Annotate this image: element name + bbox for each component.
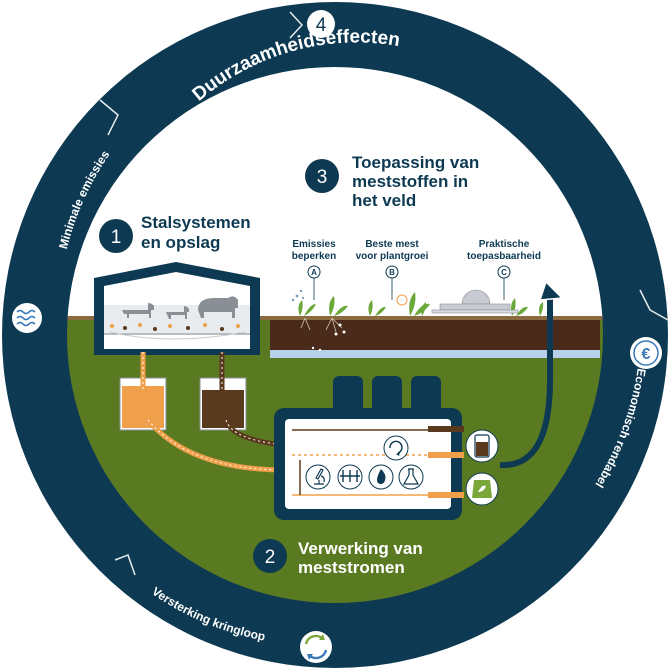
solid-manure-tank-brown <box>199 377 247 431</box>
step-4-number: 4 <box>316 15 327 36</box>
return-arrow <box>499 298 553 469</box>
step-2-title-line2: meststromen <box>298 558 405 577</box>
plant-outlet-pipes <box>428 426 464 498</box>
svg-text:voor plantgroei: voor plantgroei <box>356 251 429 262</box>
test-tubes-icon <box>337 464 363 490</box>
step-1-badge <box>99 219 133 253</box>
step-2-title-line1: Verwerking van <box>298 539 423 558</box>
internal-flow-lines <box>292 429 448 496</box>
spreader-machine-icon <box>431 289 519 314</box>
flask-icon <box>398 464 424 490</box>
svg-text:A: A <box>311 268 317 277</box>
field-label-b: Beste mest voor plantgroei B <box>356 239 429 300</box>
fertilizer-bag-icon <box>465 472 499 506</box>
storage-tank-icon <box>465 429 499 463</box>
step-1-title-line1: Stalsystemen <box>141 213 251 232</box>
waves-icon <box>12 303 42 333</box>
recycle-icon <box>300 631 332 663</box>
field-label-c: Praktische toepasbaarheid C <box>467 239 541 300</box>
barn <box>94 262 260 355</box>
barn-to-tank-pipes <box>140 352 225 390</box>
step-3-number: 3 <box>317 167 328 188</box>
svg-text:B: B <box>389 268 395 277</box>
root-nutrients <box>311 323 346 352</box>
step-1-title-line2: en opslag <box>141 233 220 252</box>
svg-text:Praktische: Praktische <box>479 239 530 250</box>
step-2-badge <box>253 539 287 573</box>
ring-dividers <box>99 11 669 576</box>
svg-text:Emissies: Emissies <box>292 239 336 250</box>
svg-text:toepasbaarheid: toepasbaarheid <box>467 251 541 262</box>
soil-strip <box>270 316 600 356</box>
step-1-number: 1 <box>111 227 122 248</box>
svg-text:beperken: beperken <box>292 251 336 262</box>
animal-icons <box>122 296 238 319</box>
field-label-a: Emissies beperken A <box>292 239 336 300</box>
roots <box>300 317 343 333</box>
svg-text:Beste mest: Beste mest <box>365 239 419 250</box>
return-arrow-head <box>538 280 564 301</box>
step-4-badge <box>307 10 335 38</box>
svg-text:€: € <box>642 346 651 363</box>
step-3-title-line3: het veld <box>352 191 416 210</box>
plus-icon <box>396 294 408 306</box>
step-3-title-line1: Toepassing van <box>352 153 479 172</box>
step-3-title-line2: meststoffen in <box>352 172 468 191</box>
barn-manure-dots <box>110 323 240 331</box>
microscope-icon <box>305 464 331 490</box>
emission-dots <box>291 289 305 302</box>
step-3-badge <box>305 159 339 193</box>
step-2-number: 2 <box>265 547 276 568</box>
svg-text:C: C <box>501 268 507 277</box>
euro-icon: € <box>630 337 662 369</box>
flame-icon <box>368 464 394 490</box>
cycle-arrow-icon <box>383 435 409 461</box>
